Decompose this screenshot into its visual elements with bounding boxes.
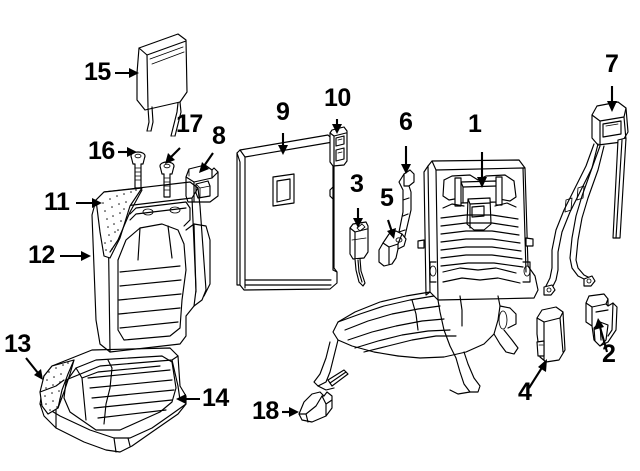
callout-number-17[interactable]: 17 xyxy=(176,110,203,138)
part-10-latch-striker xyxy=(329,126,348,167)
part-1-seat-back-frame xyxy=(313,159,539,395)
callout-number-6[interactable]: 6 xyxy=(399,108,413,136)
part-4-hinge-cover xyxy=(536,306,566,363)
part-13-14-seat-cushion-pad-cover xyxy=(39,347,187,453)
callout-number-13[interactable]: 13 xyxy=(4,330,31,358)
callout-number-12[interactable]: 12 xyxy=(28,241,55,269)
callout-number-1[interactable]: 1 xyxy=(468,110,482,138)
callout-number-3[interactable]: 3 xyxy=(350,170,364,198)
callout-number-5[interactable]: 5 xyxy=(380,184,394,212)
part-17-screw xyxy=(159,161,175,198)
part-8-headrest-guide-bracket xyxy=(185,164,219,203)
part-16-bolt xyxy=(130,151,146,189)
callout-number-7[interactable]: 7 xyxy=(605,50,619,78)
callout-number-8[interactable]: 8 xyxy=(212,122,226,150)
callout-number-4[interactable]: 4 xyxy=(518,378,532,406)
part-3-seat-belt-buckle xyxy=(349,221,369,287)
callout-number-2[interactable]: 2 xyxy=(602,340,616,368)
part-11-12-seat-back-pad-cover xyxy=(91,181,211,353)
part-18-end-cap xyxy=(298,369,349,423)
callout-number-15[interactable]: 15 xyxy=(84,58,111,86)
callout-number-14[interactable]: 14 xyxy=(202,384,229,412)
part-15-head-restraint xyxy=(136,33,188,137)
part-7-child-seat-tether-anchor xyxy=(543,101,629,296)
part-2-outer-hinge-cover-trim xyxy=(585,293,618,347)
callout-number-10[interactable]: 10 xyxy=(324,84,351,112)
callout-number-9[interactable]: 9 xyxy=(276,98,290,126)
part-5-buckle-trim-cover xyxy=(378,230,407,267)
callout-number-18[interactable]: 18 xyxy=(252,397,279,425)
callout-leaders xyxy=(25,68,617,417)
part-9-seat-back-trim-panel xyxy=(236,134,338,291)
callout-number-11[interactable]: 11 xyxy=(44,188,70,216)
callout-number-16[interactable]: 16 xyxy=(88,137,115,165)
